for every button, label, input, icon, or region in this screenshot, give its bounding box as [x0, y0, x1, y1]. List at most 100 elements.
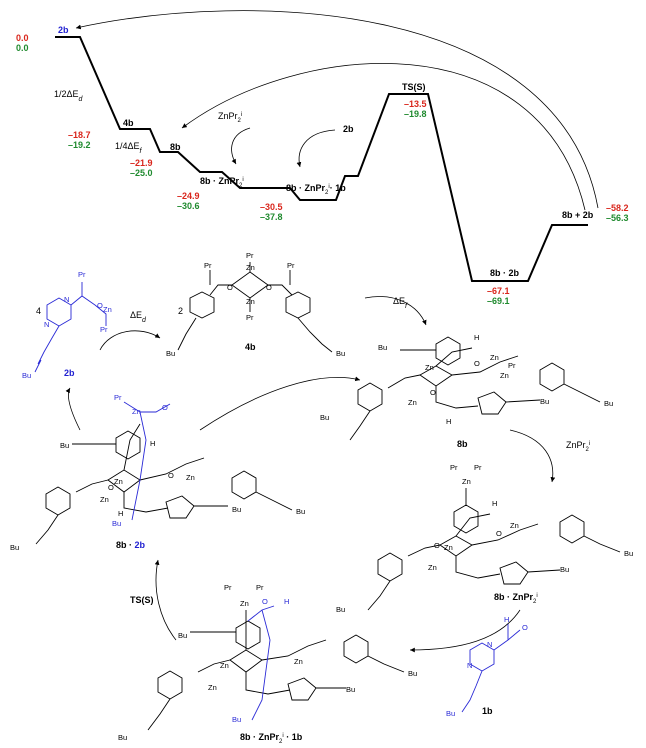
state-ts-red: –13.5 [404, 99, 427, 109]
structure-8b: Zn Zn Zn Zn O O Pr Bu Bu Bu Bu H H 8b Zn… [320, 333, 613, 483]
arrow-8b-2b-to-2b [65, 387, 81, 431]
state-2b-green: 0.0 [16, 43, 29, 53]
state-8b-2b-label: 8b · 2b [490, 268, 520, 278]
svg-text:Zn: Zn [500, 371, 509, 380]
arrow-8b-2b-to-8b [199, 376, 361, 431]
svg-text:Pr: Pr [474, 463, 482, 472]
state-8b-plus-2b-red: –58.2 [606, 203, 629, 213]
arrow-complex-to-8b-2b [154, 559, 177, 641]
svg-text:Zn: Zn [444, 543, 453, 552]
svg-text:O: O [108, 483, 114, 492]
svg-text:Pr: Pr [256, 583, 264, 592]
svg-text:Bu: Bu [232, 715, 241, 724]
recycle-arrow-inner [181, 63, 586, 211]
svg-text:Pr: Pr [246, 313, 254, 322]
svg-text:Pr: Pr [508, 361, 516, 370]
state-8b-label: 8b [170, 142, 181, 152]
svg-text:Bu: Bu [604, 399, 613, 408]
svg-text:H: H [446, 417, 451, 426]
svg-text:Zn: Zn [294, 657, 303, 666]
reagent-znpr-arrow [231, 127, 251, 165]
reagent-2b-arrow [296, 129, 336, 168]
svg-text:O: O [97, 301, 103, 310]
svg-text:O: O [162, 403, 168, 412]
svg-text:Zn: Zn [103, 305, 112, 314]
recycle-arrow-outer [75, 10, 599, 209]
structure-8b-2b-label: 8b · 2b [116, 540, 146, 550]
svg-text:Pr: Pr [204, 261, 212, 270]
energy-profile: 2b 0.0 0.0 1/2ΔEd 4b –18.7 –19.2 1/4ΔEf … [16, 10, 629, 306]
state-8b-plus-2b-green: –56.3 [606, 213, 629, 223]
svg-text:Bu: Bu [118, 733, 127, 742]
svg-text:Zn: Zn [246, 297, 255, 306]
state-4b-green: –19.2 [68, 140, 91, 150]
svg-text:O: O [434, 541, 440, 550]
svg-text:N: N [44, 320, 49, 329]
state-8b-2b-red: –67.1 [487, 286, 510, 296]
svg-text:Bu: Bu [378, 343, 387, 352]
state-8b-znpr-1b-green: –37.8 [260, 212, 283, 222]
state-8b-znpr-1b-label: 8b · ZnPr2i· 1b [286, 183, 346, 196]
state-8b-znpr-red: –24.9 [177, 191, 200, 201]
svg-text:4: 4 [36, 306, 41, 316]
svg-text:Zn: Zn [462, 477, 471, 486]
svg-text:Bu: Bu [346, 685, 355, 694]
svg-text:Zn: Zn [510, 521, 519, 530]
svg-text:Zn: Zn [240, 599, 249, 608]
arrow-2b-to-4b [99, 330, 161, 351]
svg-text:Zn: Zn [408, 398, 417, 407]
svg-text:Bu: Bu [408, 669, 417, 678]
delta-et: ΔEf [393, 296, 408, 310]
svg-text:Bu: Bu [22, 371, 31, 380]
structure-8b-2b: Pr Zn O Zn Zn Zn O O Bu Bu Bu Bu Bu H H … [10, 376, 361, 552]
state-8b-znpr-1b-red: –30.5 [260, 202, 283, 212]
svg-text:O: O [168, 471, 174, 480]
structure-8b-znpr-label: 8b · ZnPr2i [494, 592, 538, 605]
svg-text:H: H [504, 615, 509, 624]
svg-text:Bu: Bu [178, 631, 187, 640]
svg-text:N: N [487, 640, 492, 649]
state-4b-red: –18.7 [68, 130, 91, 140]
svg-text:H: H [150, 439, 155, 448]
svg-text:Zn: Zn [132, 407, 141, 416]
ts-label: TS(S) [130, 595, 154, 605]
arrow-4b-to-8b [364, 296, 427, 326]
svg-text:O: O [522, 623, 528, 632]
state-8b-znpr-label: 8b · ZnPr2i [200, 176, 244, 189]
svg-text:Zn: Zn [100, 495, 109, 504]
svg-text:O: O [266, 283, 272, 292]
svg-text:Bu: Bu [10, 543, 19, 552]
structure-2b: Pr O Zn Pr N N Bu 4 2b ΔEd [22, 270, 161, 380]
state-2b-red: 0.0 [16, 33, 29, 43]
quarter-delta-et: 1/4ΔEf [115, 141, 143, 155]
half-delta-ed: 1/2ΔEd [54, 89, 84, 103]
state-ts-label: TS(S) [402, 82, 426, 92]
svg-text:Bu: Bu [60, 441, 69, 450]
state-8b-plus-2b-label: 8b + 2b [562, 210, 594, 220]
state-4b-label: 4b [123, 118, 134, 128]
svg-text:Bu: Bu [624, 549, 633, 558]
svg-text:Bu: Bu [320, 413, 329, 422]
svg-text:O: O [430, 388, 436, 397]
svg-text:N: N [64, 295, 69, 304]
structure-8b-znpr: Zn Zn Zn Zn O O Pr Pr Bu Bu Bu H 8b · Zn… [336, 463, 633, 653]
structure-8b-znpr-1b: Zn Zn Zn Zn O H Pr Pr Bu Bu Bu Bu Bu 8b … [118, 559, 417, 745]
arrow-8b-znpr-to-complex [409, 609, 521, 653]
svg-text:Zn: Zn [114, 477, 123, 486]
svg-text:Pr: Pr [114, 393, 122, 402]
svg-text:O: O [474, 359, 480, 368]
delta-ed: ΔEd [130, 310, 147, 324]
structure-1b-label: 1b [482, 706, 493, 716]
svg-text:Bu: Bu [560, 565, 569, 574]
znpr-reagent: ZnPr2i [566, 440, 590, 453]
reagent-znpr: ZnPr2i [218, 111, 242, 124]
svg-text:Zn: Zn [186, 473, 195, 482]
svg-text:H: H [474, 333, 479, 342]
svg-text:Zn: Zn [246, 263, 255, 272]
state-8b-2b-green: –69.1 [487, 296, 510, 306]
svg-text:Zn: Zn [490, 353, 499, 362]
svg-text:N: N [467, 661, 472, 670]
structure-4b: Zn Zn O O Pr Pr Pr Pr Bu Bu 2 4b ΔEf [166, 251, 427, 358]
svg-text:H: H [284, 597, 289, 606]
svg-text:Pr: Pr [100, 325, 108, 334]
